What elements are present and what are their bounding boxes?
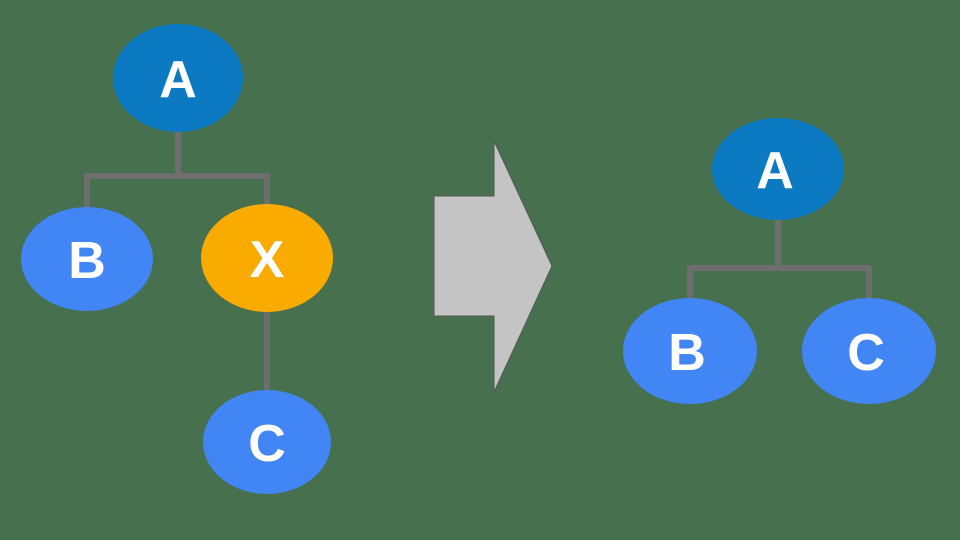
after-node-a-shape[interactable] xyxy=(712,118,844,220)
transformation-arrow-icon xyxy=(433,140,553,393)
before-node-b[interactable]: B xyxy=(21,207,153,311)
after-node-a[interactable]: A xyxy=(712,118,844,220)
before-node-a-shape[interactable] xyxy=(113,24,243,132)
before-node-c-shape[interactable] xyxy=(203,390,331,494)
after-node-b-shape[interactable] xyxy=(623,298,757,404)
after-node-c[interactable]: C xyxy=(802,298,936,404)
after-edges xyxy=(687,217,872,303)
after-node-c-shape[interactable] xyxy=(802,298,936,404)
before-tree: A B X C xyxy=(21,24,333,494)
before-node-x-shape[interactable] xyxy=(201,204,333,312)
before-node-c[interactable]: C xyxy=(203,390,331,494)
before-node-a[interactable]: A xyxy=(113,24,243,132)
before-edges xyxy=(84,129,270,395)
before-node-b-shape[interactable] xyxy=(21,207,153,311)
after-tree: A B C xyxy=(623,118,936,404)
after-node-b[interactable]: B xyxy=(623,298,757,404)
before-node-x[interactable]: X xyxy=(201,204,333,312)
